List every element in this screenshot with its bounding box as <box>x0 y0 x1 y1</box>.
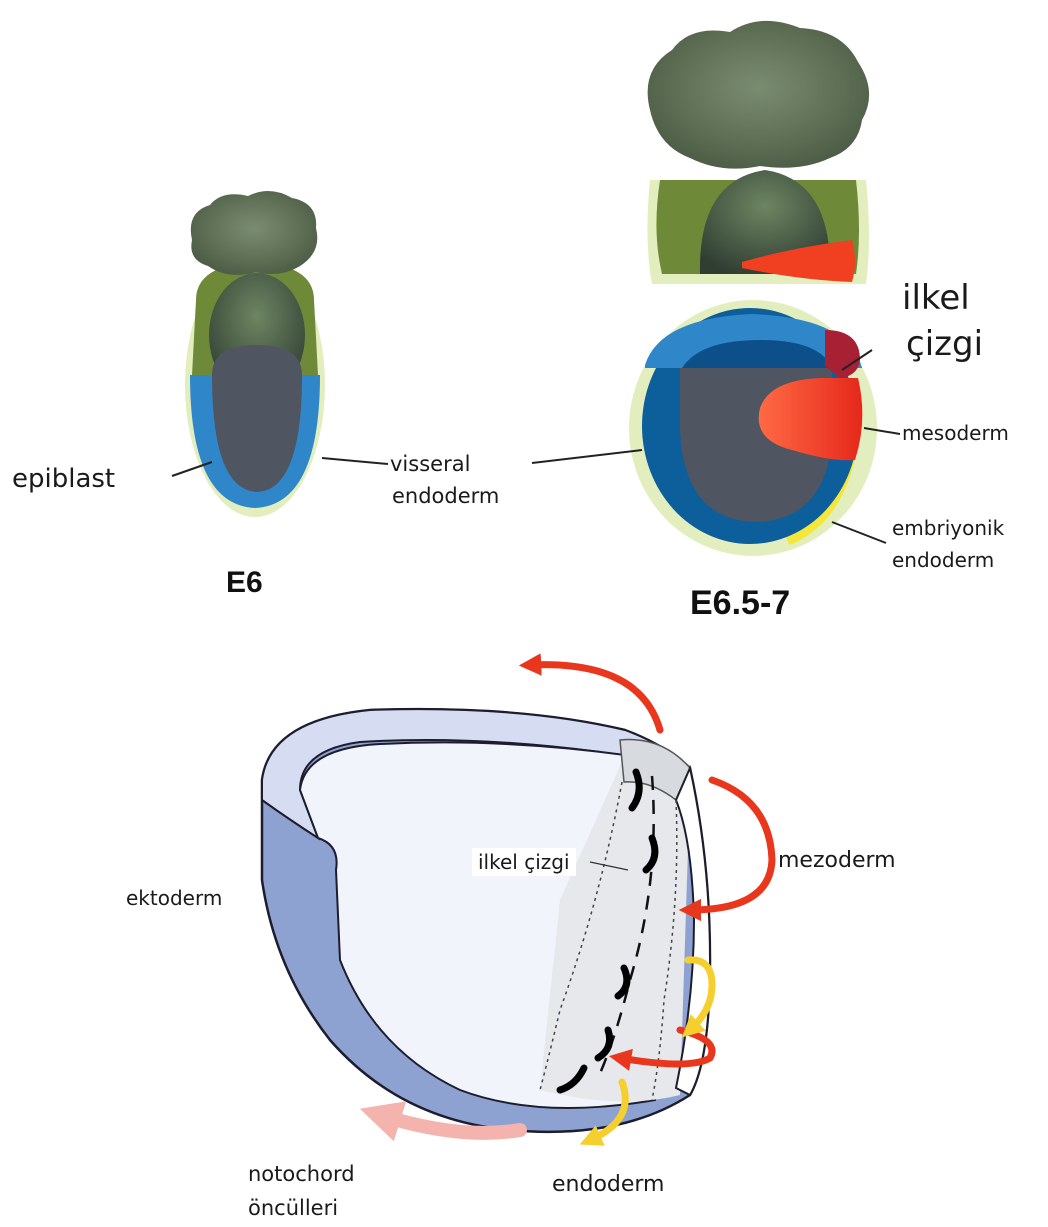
stage-label-e65: E6.5-7 <box>690 584 790 623</box>
e6-embryo <box>185 191 325 517</box>
e65-upper-embryo <box>647 21 869 284</box>
label-ilkel-cizgi: ilkel çizgi <box>472 848 576 876</box>
label-visseral: visseral <box>390 452 470 476</box>
label-notochord: notochord <box>248 1162 355 1186</box>
label-mesoderm: mesoderm <box>902 421 1009 445</box>
label-embriyonik-endoderm: endoderm <box>892 548 994 572</box>
label-onculleri: öncülleri <box>248 1196 338 1220</box>
label-cizgi: çizgi <box>906 324 983 364</box>
label-embriyonik: embriyonik <box>892 516 1004 540</box>
label-mezoderm: mezoderm <box>778 848 896 873</box>
e65-ectoplacental-cone <box>648 21 869 169</box>
embriyonik-leader <box>832 522 886 543</box>
label-epiblast: epiblast <box>12 464 115 494</box>
label-visseral-endoderm: endoderm <box>392 484 499 508</box>
e65-lower-embryo <box>629 300 877 556</box>
visseral-leader-e65 <box>532 450 642 463</box>
label-ektoderm: ektoderm <box>126 886 222 910</box>
label-ilkel: ilkel <box>902 278 970 318</box>
e6-ectoplacental-cone <box>191 191 317 275</box>
label-endoderm-bottom: endoderm <box>552 1172 665 1197</box>
stage-label-e6: E6 <box>226 566 263 600</box>
gastrula-diagram <box>262 709 710 1132</box>
visseral-leader-e6 <box>322 458 388 464</box>
